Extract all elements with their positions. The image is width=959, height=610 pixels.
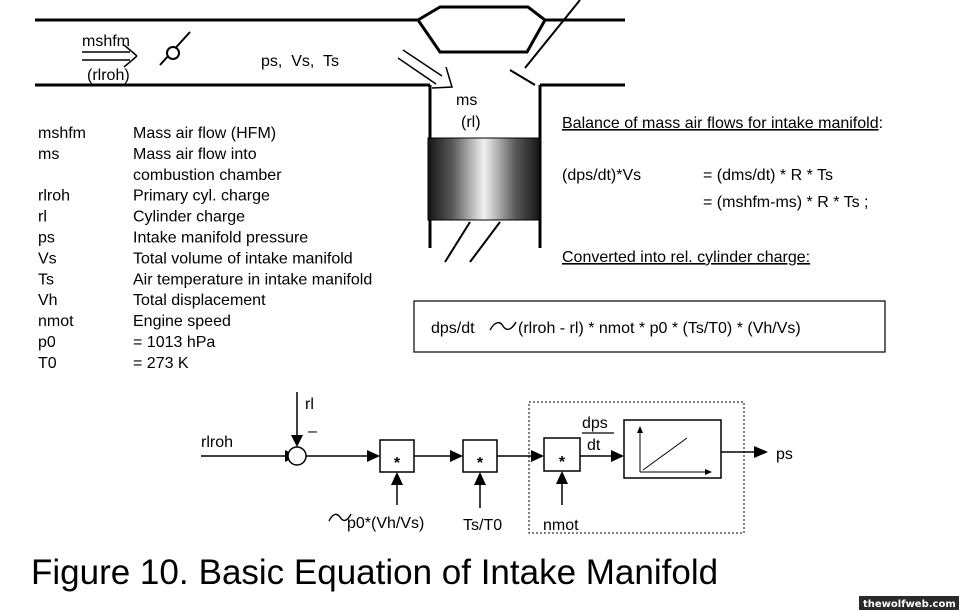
- figure-caption: Figure 10.Basic Equation of Intake Manif…: [31, 553, 718, 592]
- valve-plate: [509, 69, 536, 86]
- legend-description: Mass air flow into: [133, 146, 257, 163]
- legend-symbol: Vh: [38, 292, 58, 309]
- cylinder-flow-label: ms: [456, 92, 477, 109]
- factor2-label: Ts/T0: [463, 517, 502, 534]
- cylinder-charge-label: (rl): [461, 114, 481, 131]
- integrator-group-frame: [528, 401, 745, 534]
- multiplier-2: [462, 439, 498, 473]
- legend-symbol: rlroh: [38, 188, 70, 205]
- cylinder-flow-arrow: [397, 49, 453, 89]
- balance-rhs-2: = (mshfm-ms) * R * Ts ;: [703, 194, 869, 211]
- minus-sign: –: [308, 423, 317, 440]
- legend-description: Primary cyl. charge: [133, 188, 270, 205]
- converted-heading: Converted into rel. cylinder charge:: [562, 249, 810, 266]
- equation-lhs: dps/dt: [431, 320, 475, 337]
- equation-box: [413, 300, 886, 353]
- legend-description: Cylinder charge: [133, 209, 245, 226]
- integrator-numerator: dps: [582, 415, 608, 432]
- inlet-flow-arrow: [82, 44, 138, 68]
- feedback-label: rl: [305, 396, 314, 413]
- multiplier-1: [379, 439, 415, 473]
- throttle-pivot: [166, 46, 180, 60]
- integrator-ramp: [642, 437, 688, 471]
- equation-rhs: (rlroh - rl) * nmot * p0 * (Ts/T0) * (Vh…: [518, 320, 801, 337]
- legend-description: = 273 K: [133, 355, 189, 372]
- piston: [427, 137, 541, 221]
- valve-housing: [415, 5, 547, 54]
- legend-description: Intake manifold pressure: [133, 230, 308, 247]
- connecting-rod-2: [469, 221, 501, 263]
- legend-symbol: Ts: [38, 271, 54, 288]
- legend: mshfm Mass air flow (HFM) ms Mass air flow …: [38, 125, 372, 372]
- output-arrowhead: [754, 446, 768, 458]
- legend-symbol: p0: [38, 334, 56, 351]
- proportional-icon-2: [328, 513, 352, 522]
- summing-junction: [287, 446, 307, 466]
- inlet-label: mshfm: [82, 33, 130, 50]
- legend-description: combustion chamber: [133, 167, 282, 184]
- feedback-arrowhead: [291, 435, 303, 447]
- valve-stem: [524, 0, 581, 69]
- legend-symbol: nmot: [38, 313, 74, 330]
- inlet-sub-label: (rlroh): [87, 67, 130, 84]
- connecting-rod-1: [444, 221, 471, 263]
- multiplier-3-symbol: *: [559, 454, 566, 471]
- multiplier-3: [543, 437, 581, 472]
- legend-description: Engine speed: [133, 313, 231, 330]
- legend-symbol: ps: [38, 230, 55, 247]
- watermark: thewolfweb.com: [863, 599, 956, 610]
- integrator-denominator: dt: [587, 437, 601, 454]
- proportional-icon: [489, 321, 517, 331]
- factor1-label: p0*(Vh/Vs): [347, 515, 424, 532]
- intake-manifold-sketch: [35, 0, 625, 263]
- output-label: ps: [776, 446, 793, 463]
- legend-description: Total volume of intake manifold: [133, 250, 353, 267]
- legend-description: Air temperature in intake manifold: [133, 271, 372, 288]
- legend-description: = 1013 hPa: [133, 334, 215, 351]
- legend-symbol: ms: [38, 146, 59, 163]
- legend-symbol: Vs: [38, 250, 57, 267]
- legend-description: Mass air flow (HFM): [133, 125, 276, 142]
- multiplier-2-symbol: *: [477, 455, 484, 472]
- manifold-state-label: ps, Vs, Ts: [261, 53, 339, 70]
- balance-heading: Balance of mass air flows for intake man…: [562, 115, 883, 132]
- factor3-label: nmot: [543, 517, 579, 534]
- balance-lhs: (dps/dt)*Vs: [562, 167, 641, 184]
- balance-rhs-1: = (dms/dt) * R * Ts: [703, 167, 833, 184]
- multiplier-1-symbol: *: [394, 455, 401, 472]
- legend-symbol: T0: [38, 355, 57, 372]
- legend-symbol: rl: [38, 209, 47, 226]
- legend-description: Total displacement: [133, 292, 266, 309]
- watermark-badge: [859, 596, 959, 610]
- block-diagram: rlroh rl – * p0*(Vh/Vs) * Ts/T0 * nmot d…: [201, 392, 793, 534]
- input-label: rlroh: [201, 434, 233, 451]
- legend-symbol: mshfm: [38, 125, 86, 142]
